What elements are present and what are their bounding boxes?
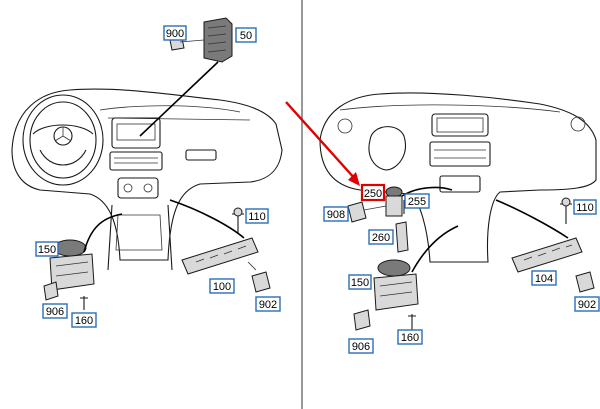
part-150-icon <box>43 239 95 301</box>
part-150-right-icon <box>353 259 419 331</box>
right-panel <box>285 92 597 331</box>
steering-wheel-icon <box>22 94 104 186</box>
callout-250-highlighted: 250 <box>360 183 386 202</box>
callout-900-text: 900 <box>166 28 184 40</box>
callout-906-left-text: 906 <box>46 306 64 318</box>
callout-908-text: 908 <box>327 209 345 221</box>
callout-250-text: 250 <box>364 188 382 200</box>
callout-150-right-text: 150 <box>351 277 369 289</box>
callout-255: 255 <box>404 193 430 209</box>
left-panel <box>11 17 283 310</box>
callout-160-right-text: 160 <box>401 332 419 344</box>
callout-110-right-text: 110 <box>576 202 594 214</box>
part-250-icon <box>385 186 403 217</box>
callout-260-text: 260 <box>372 232 390 244</box>
callout-255-text: 255 <box>408 196 426 208</box>
callout-906-right: 906 <box>348 338 374 354</box>
callout-150-left: 150 <box>35 241 59 257</box>
callout-902-left: 902 <box>255 296 281 312</box>
callout-104-text: 104 <box>535 273 553 285</box>
callout-50-text: 50 <box>240 30 252 42</box>
callout-902-left-text: 902 <box>259 299 277 311</box>
part-104-icon <box>511 237 583 273</box>
callout-902-right-text: 902 <box>578 299 596 311</box>
callout-160-left: 160 <box>71 312 97 328</box>
callout-900: 900 <box>163 25 187 41</box>
callout-160-right: 160 <box>397 329 423 345</box>
callout-260: 260 <box>368 229 394 245</box>
callout-110-right: 110 <box>573 199 597 215</box>
callout-902-right: 902 <box>574 296 600 312</box>
callout-150-left-text: 150 <box>38 244 56 256</box>
part-100-icon <box>181 237 259 275</box>
callout-160-left-text: 160 <box>75 315 93 327</box>
callout-908: 908 <box>323 206 349 222</box>
callout-50: 50 <box>235 27 257 43</box>
callout-104: 104 <box>531 270 557 286</box>
callout-150-right: 150 <box>348 274 372 290</box>
callout-100-text: 100 <box>213 281 231 293</box>
part-50-icon <box>203 17 233 63</box>
red-arrow-icon <box>285 101 360 186</box>
callout-110-left-text: 110 <box>248 211 266 223</box>
callout-906-right-text: 906 <box>352 341 370 353</box>
callout-906-left: 906 <box>42 303 68 319</box>
callout-100: 100 <box>209 278 235 294</box>
callout-110-left: 110 <box>245 208 269 224</box>
